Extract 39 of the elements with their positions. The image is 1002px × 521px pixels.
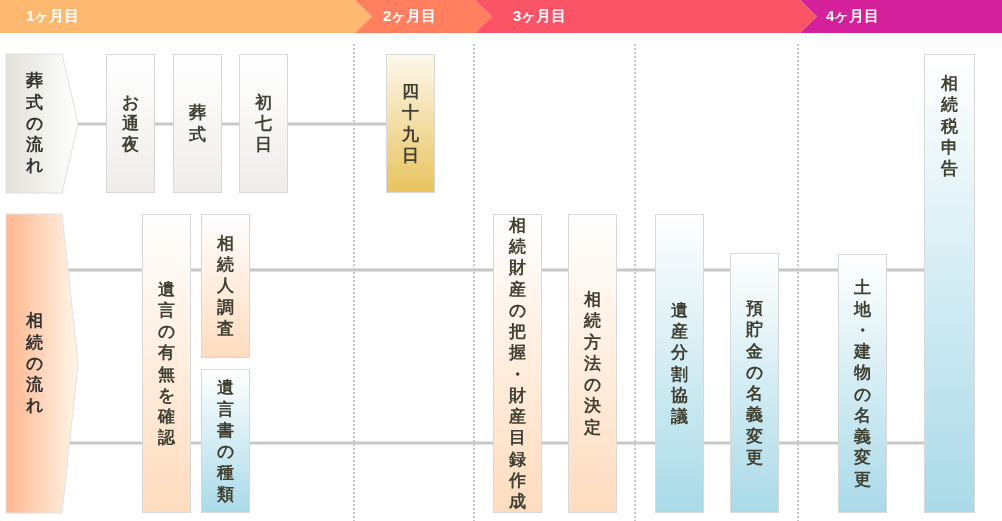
connector-line — [704, 268, 730, 272]
month-band: 1ヶ月目 — [0, 0, 372, 33]
step-box: 土地・建物の名義変更 — [838, 254, 887, 513]
connector-line — [779, 268, 838, 272]
connector-line — [617, 441, 655, 445]
step-box: 遺言の有無を確認 — [142, 214, 191, 513]
month-band: 3ヶ月目 — [475, 0, 817, 33]
connector-line — [887, 441, 924, 445]
connector-line — [542, 441, 568, 445]
section-heading: 葬式の流れ — [6, 54, 78, 193]
connector-line — [779, 441, 838, 445]
connector-line — [191, 441, 201, 445]
month-band: 2ヶ月目 — [355, 0, 492, 33]
step-box: 相続人調査 — [201, 214, 250, 358]
connector-line — [77, 122, 106, 126]
connector-line — [288, 122, 386, 126]
connector-line — [191, 268, 201, 272]
step-box: 相続税申告 — [924, 54, 975, 513]
step-box: 遺産分割協議 — [655, 214, 704, 513]
step-box: 葬式 — [173, 54, 222, 193]
connector-line — [542, 268, 568, 272]
month-band: 4ヶ月目 — [800, 0, 1002, 33]
step-box: 四十九日 — [386, 54, 435, 193]
connector-line — [250, 441, 493, 445]
step-box: 相続方法の決定 — [568, 214, 617, 513]
step-box: 預貯金の名義変更 — [730, 253, 779, 513]
connector-line — [617, 268, 655, 272]
connector-line — [69, 441, 142, 445]
step-box: 初七日 — [239, 54, 288, 193]
connector-line — [250, 268, 493, 272]
step-box: 遺言書の種類 — [201, 369, 250, 513]
connector-line — [887, 268, 924, 272]
section-heading: 相続の流れ — [6, 214, 78, 513]
connector-line — [222, 122, 239, 126]
step-box: 相続財産の把握・財産目録作成 — [493, 214, 542, 513]
connector-line — [155, 122, 173, 126]
step-box: お通夜 — [106, 54, 155, 193]
connector-line — [68, 268, 142, 272]
connector-line — [704, 441, 730, 445]
